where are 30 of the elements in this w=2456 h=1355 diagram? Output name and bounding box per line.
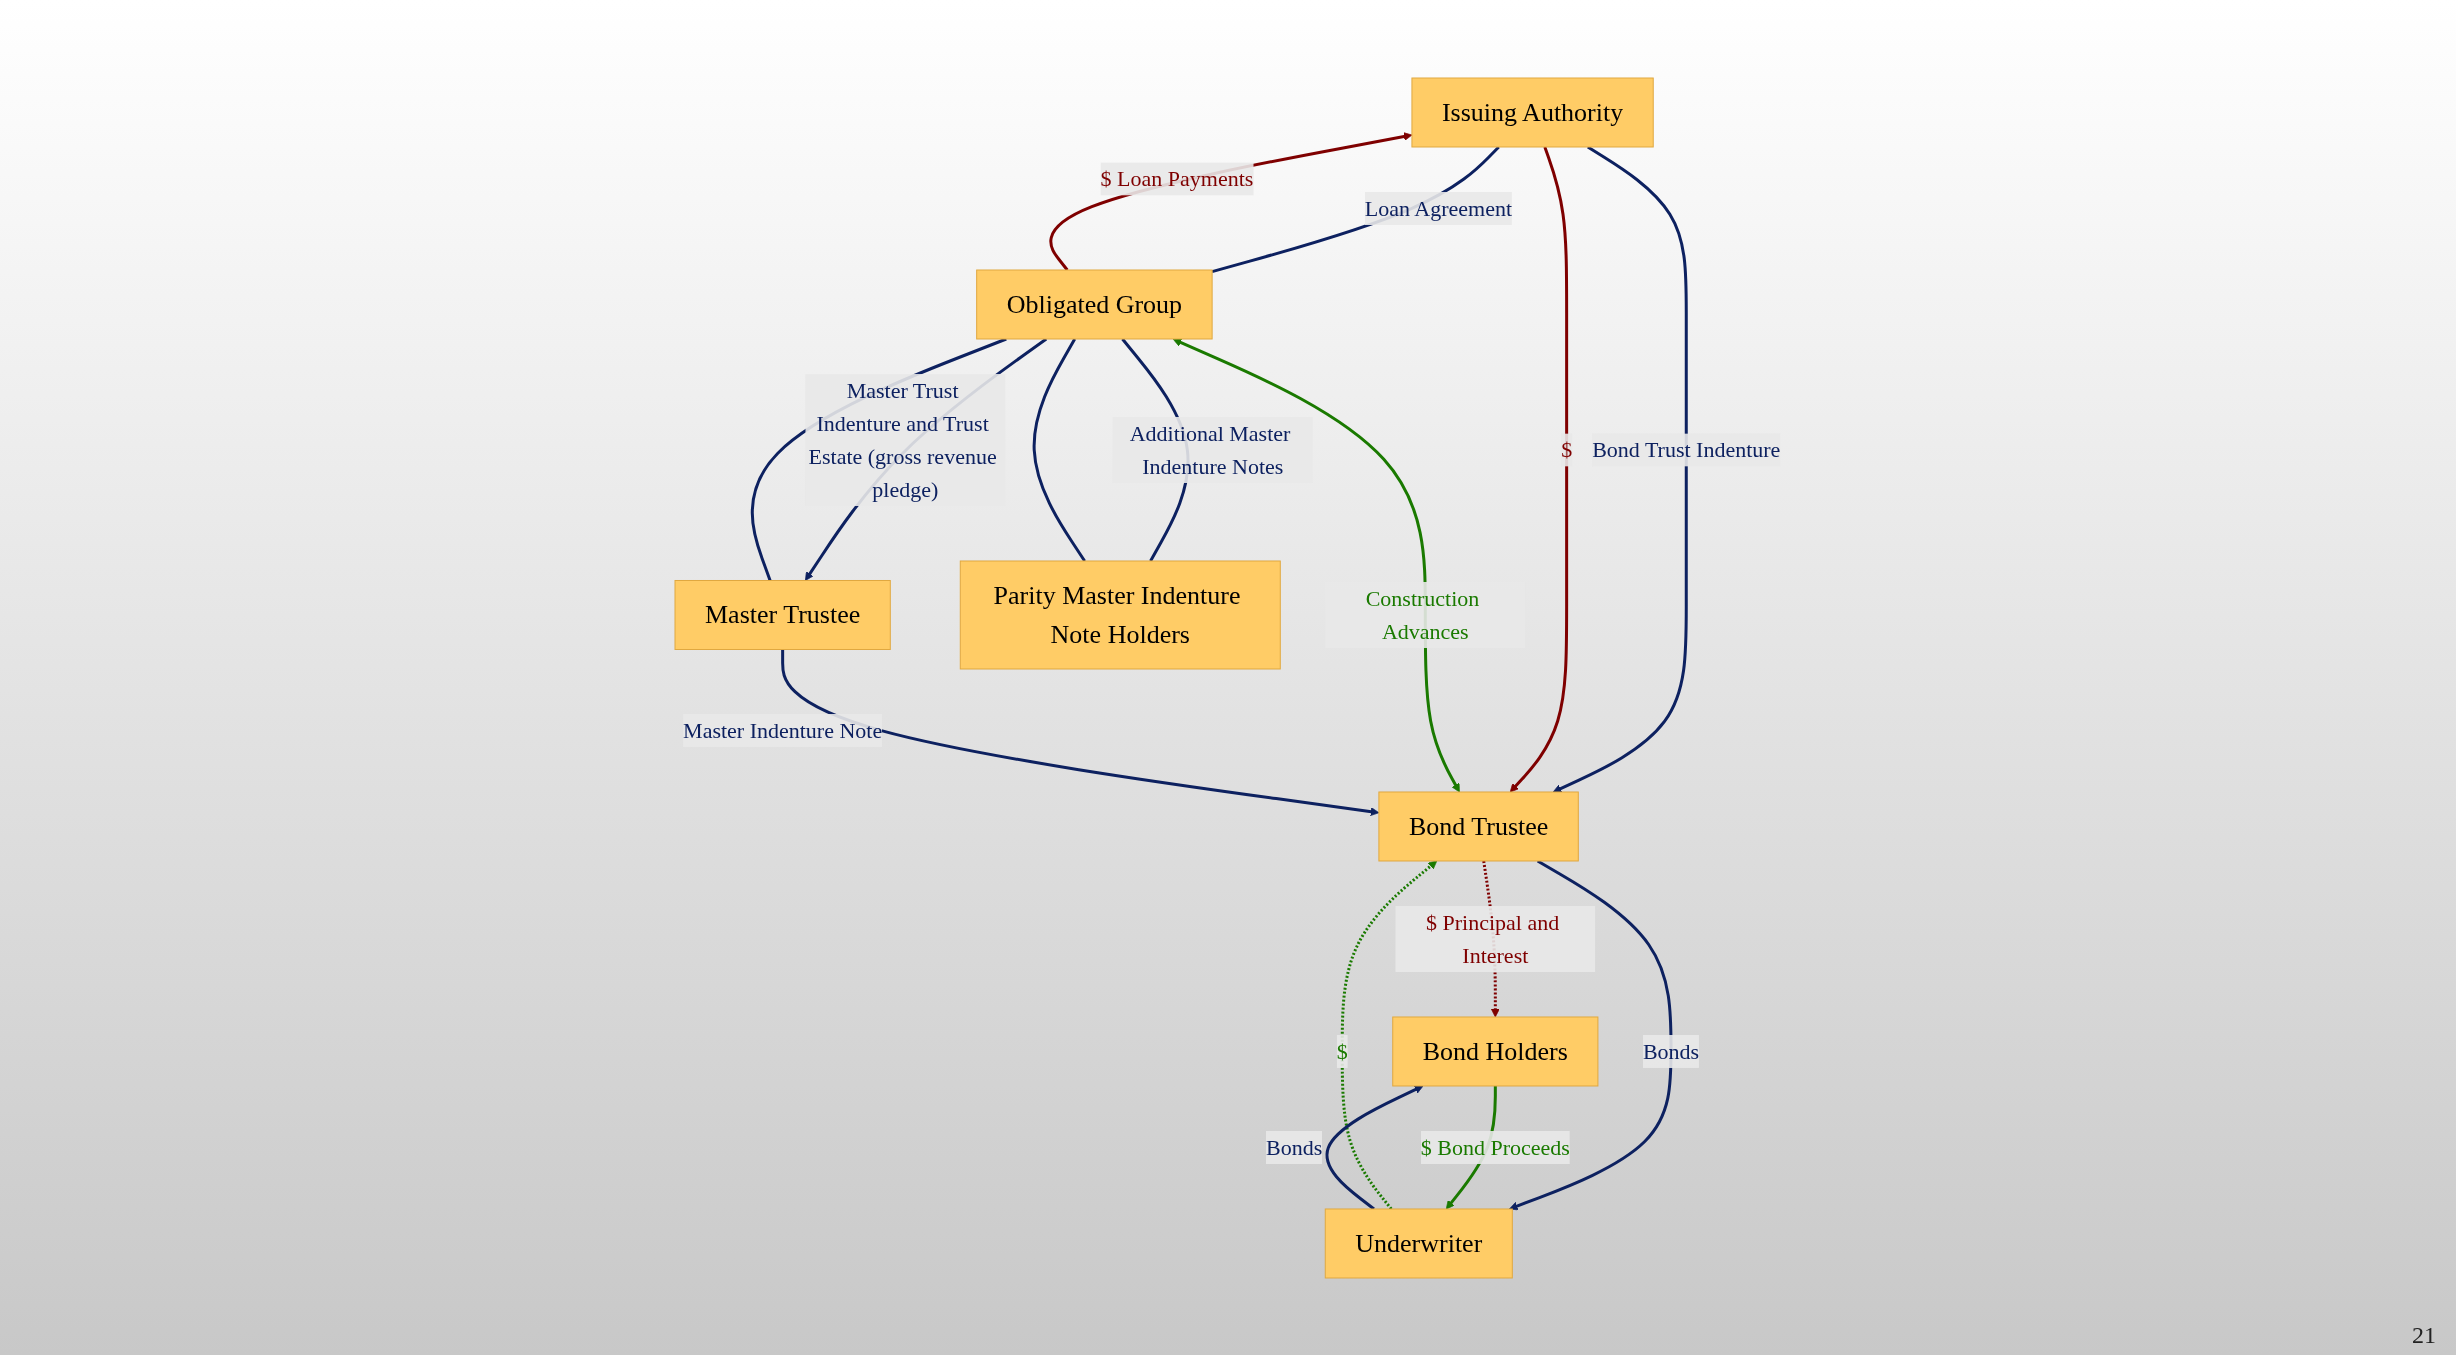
- node-box: Obligated Group: [976, 269, 1213, 339]
- node-box: Parity Master Indenture Note Holders: [960, 560, 1282, 669]
- edge-label: Bond Trust Indenture: [1592, 437, 1781, 462]
- node-box: Bond Holders: [1392, 1016, 1599, 1086]
- arrow: [1325, 1084, 1424, 1210]
- connector: [1033, 337, 1087, 562]
- edge-label: $ Bond Proceeds: [1421, 1134, 1571, 1160]
- edge-label: Construction Advances: [1365, 585, 1480, 644]
- arrow: [1049, 131, 1413, 271]
- edge-label: Loan Agreement: [1365, 195, 1513, 221]
- arrow: [781, 649, 1380, 816]
- edge-label: $ Principal and Interest: [1426, 909, 1560, 968]
- page-number: 21: [2412, 1322, 2436, 1348]
- node-box: Bond Trustee: [1378, 791, 1580, 861]
- edge-label: Bonds: [1643, 1038, 1700, 1064]
- node-box: Master Trustee: [674, 579, 892, 650]
- edge-label: Master Trust Indenture and Trust Estate (gross revenue pledge): [808, 377, 997, 502]
- arrow: [1341, 860, 1438, 1210]
- arrow: [1553, 145, 1689, 793]
- edge-label: $ Loan Payments: [1100, 165, 1254, 191]
- edge-label: $: [1561, 437, 1573, 462]
- arrow: [1173, 337, 1461, 792]
- arrow: [1509, 859, 1673, 1210]
- edge-label: $: [1337, 1038, 1349, 1064]
- node-box: Underwriter: [1325, 1208, 1514, 1278]
- edge-label: Master Indenture Note: [683, 717, 883, 743]
- edge-label: Additional Master Indenture Notes: [1129, 420, 1291, 479]
- arrow: [1510, 146, 1569, 792]
- node-box: Issuing Authority: [1411, 77, 1655, 147]
- edge-label: Bonds: [1266, 1134, 1323, 1160]
